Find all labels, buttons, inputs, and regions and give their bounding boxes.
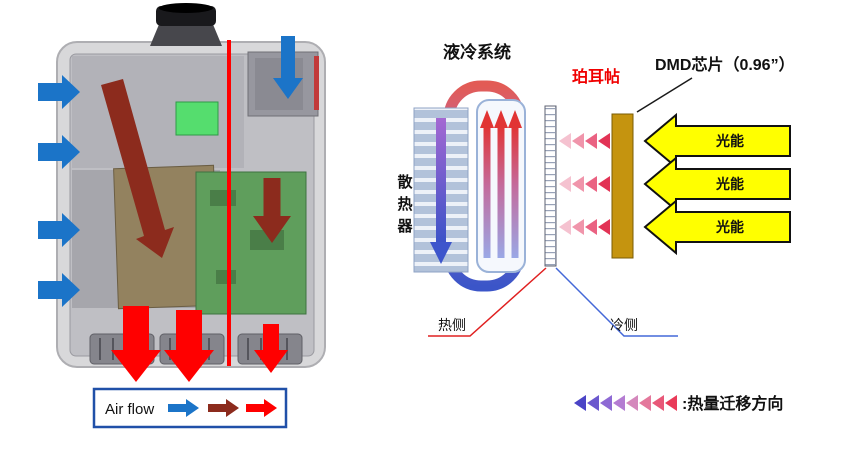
dmd-label: DMD芯片（0.96”）	[655, 55, 795, 74]
legend-internal-arrow-icon	[208, 399, 239, 417]
heat-flow-arrows	[559, 133, 610, 235]
coolant-down-arrow	[430, 118, 452, 264]
legend-intake-arrow-icon	[168, 399, 199, 417]
light-arrow-label-1: 光能	[715, 133, 744, 149]
light-arrow-2	[643, 155, 791, 213]
airflow-legend: Air flow	[92, 387, 288, 429]
intake-arrow-top	[273, 36, 303, 99]
peltier-label: 珀耳帖	[572, 67, 620, 86]
coolant-up-arrows	[480, 110, 522, 258]
intake-arrow-4	[38, 273, 80, 307]
light-arrow-label-3: 光能	[715, 219, 744, 235]
airflow-legend-label: Air flow	[105, 401, 154, 418]
intake-arrow-2	[38, 135, 80, 169]
light-energy-arrows	[643, 112, 791, 256]
dmd-leader-line	[636, 77, 693, 113]
heatsink-label: 散热器	[397, 174, 413, 235]
dmd-chip-bar	[611, 113, 634, 259]
legend-exhaust-arrow-icon	[246, 399, 277, 417]
exhaust-arrow-3	[254, 324, 288, 373]
light-arrow-3	[643, 198, 791, 256]
cooling-diagram: 液冷系统 珀耳帖	[413, 42, 795, 413]
divider-line	[227, 40, 231, 366]
hot-side-label: 热侧	[438, 317, 466, 333]
exhaust-arrow-1	[111, 306, 161, 382]
light-arrow-label-2: 光能	[715, 176, 744, 192]
intake-arrows	[38, 36, 303, 307]
intake-arrow-1	[38, 75, 80, 109]
projector-cutaway: Air flow	[38, 3, 326, 429]
cold-side-label: 冷侧	[610, 317, 638, 333]
cold-side-line	[555, 267, 678, 337]
small-pcb-green	[175, 101, 219, 136]
green-mainboard	[195, 171, 307, 315]
heat-direction-legend: :热量迁移方向	[574, 394, 783, 413]
exhaust-arrow-2	[164, 310, 214, 382]
cooling-title: 液冷系统	[443, 42, 511, 62]
peltier-strip	[544, 105, 557, 267]
internal-arrow-diagonal	[101, 79, 174, 258]
lens-barrel	[150, 3, 222, 46]
connector-strip	[314, 56, 319, 110]
light-arrow-1	[643, 112, 791, 170]
internal-flow-arrows	[101, 79, 291, 258]
hot-side-line	[428, 267, 547, 337]
intake-arrow-3	[38, 213, 80, 247]
exhaust-arrows	[111, 306, 288, 382]
internal-arrow-down	[253, 178, 291, 243]
heat-direction-label: :热量迁移方向	[682, 394, 783, 413]
